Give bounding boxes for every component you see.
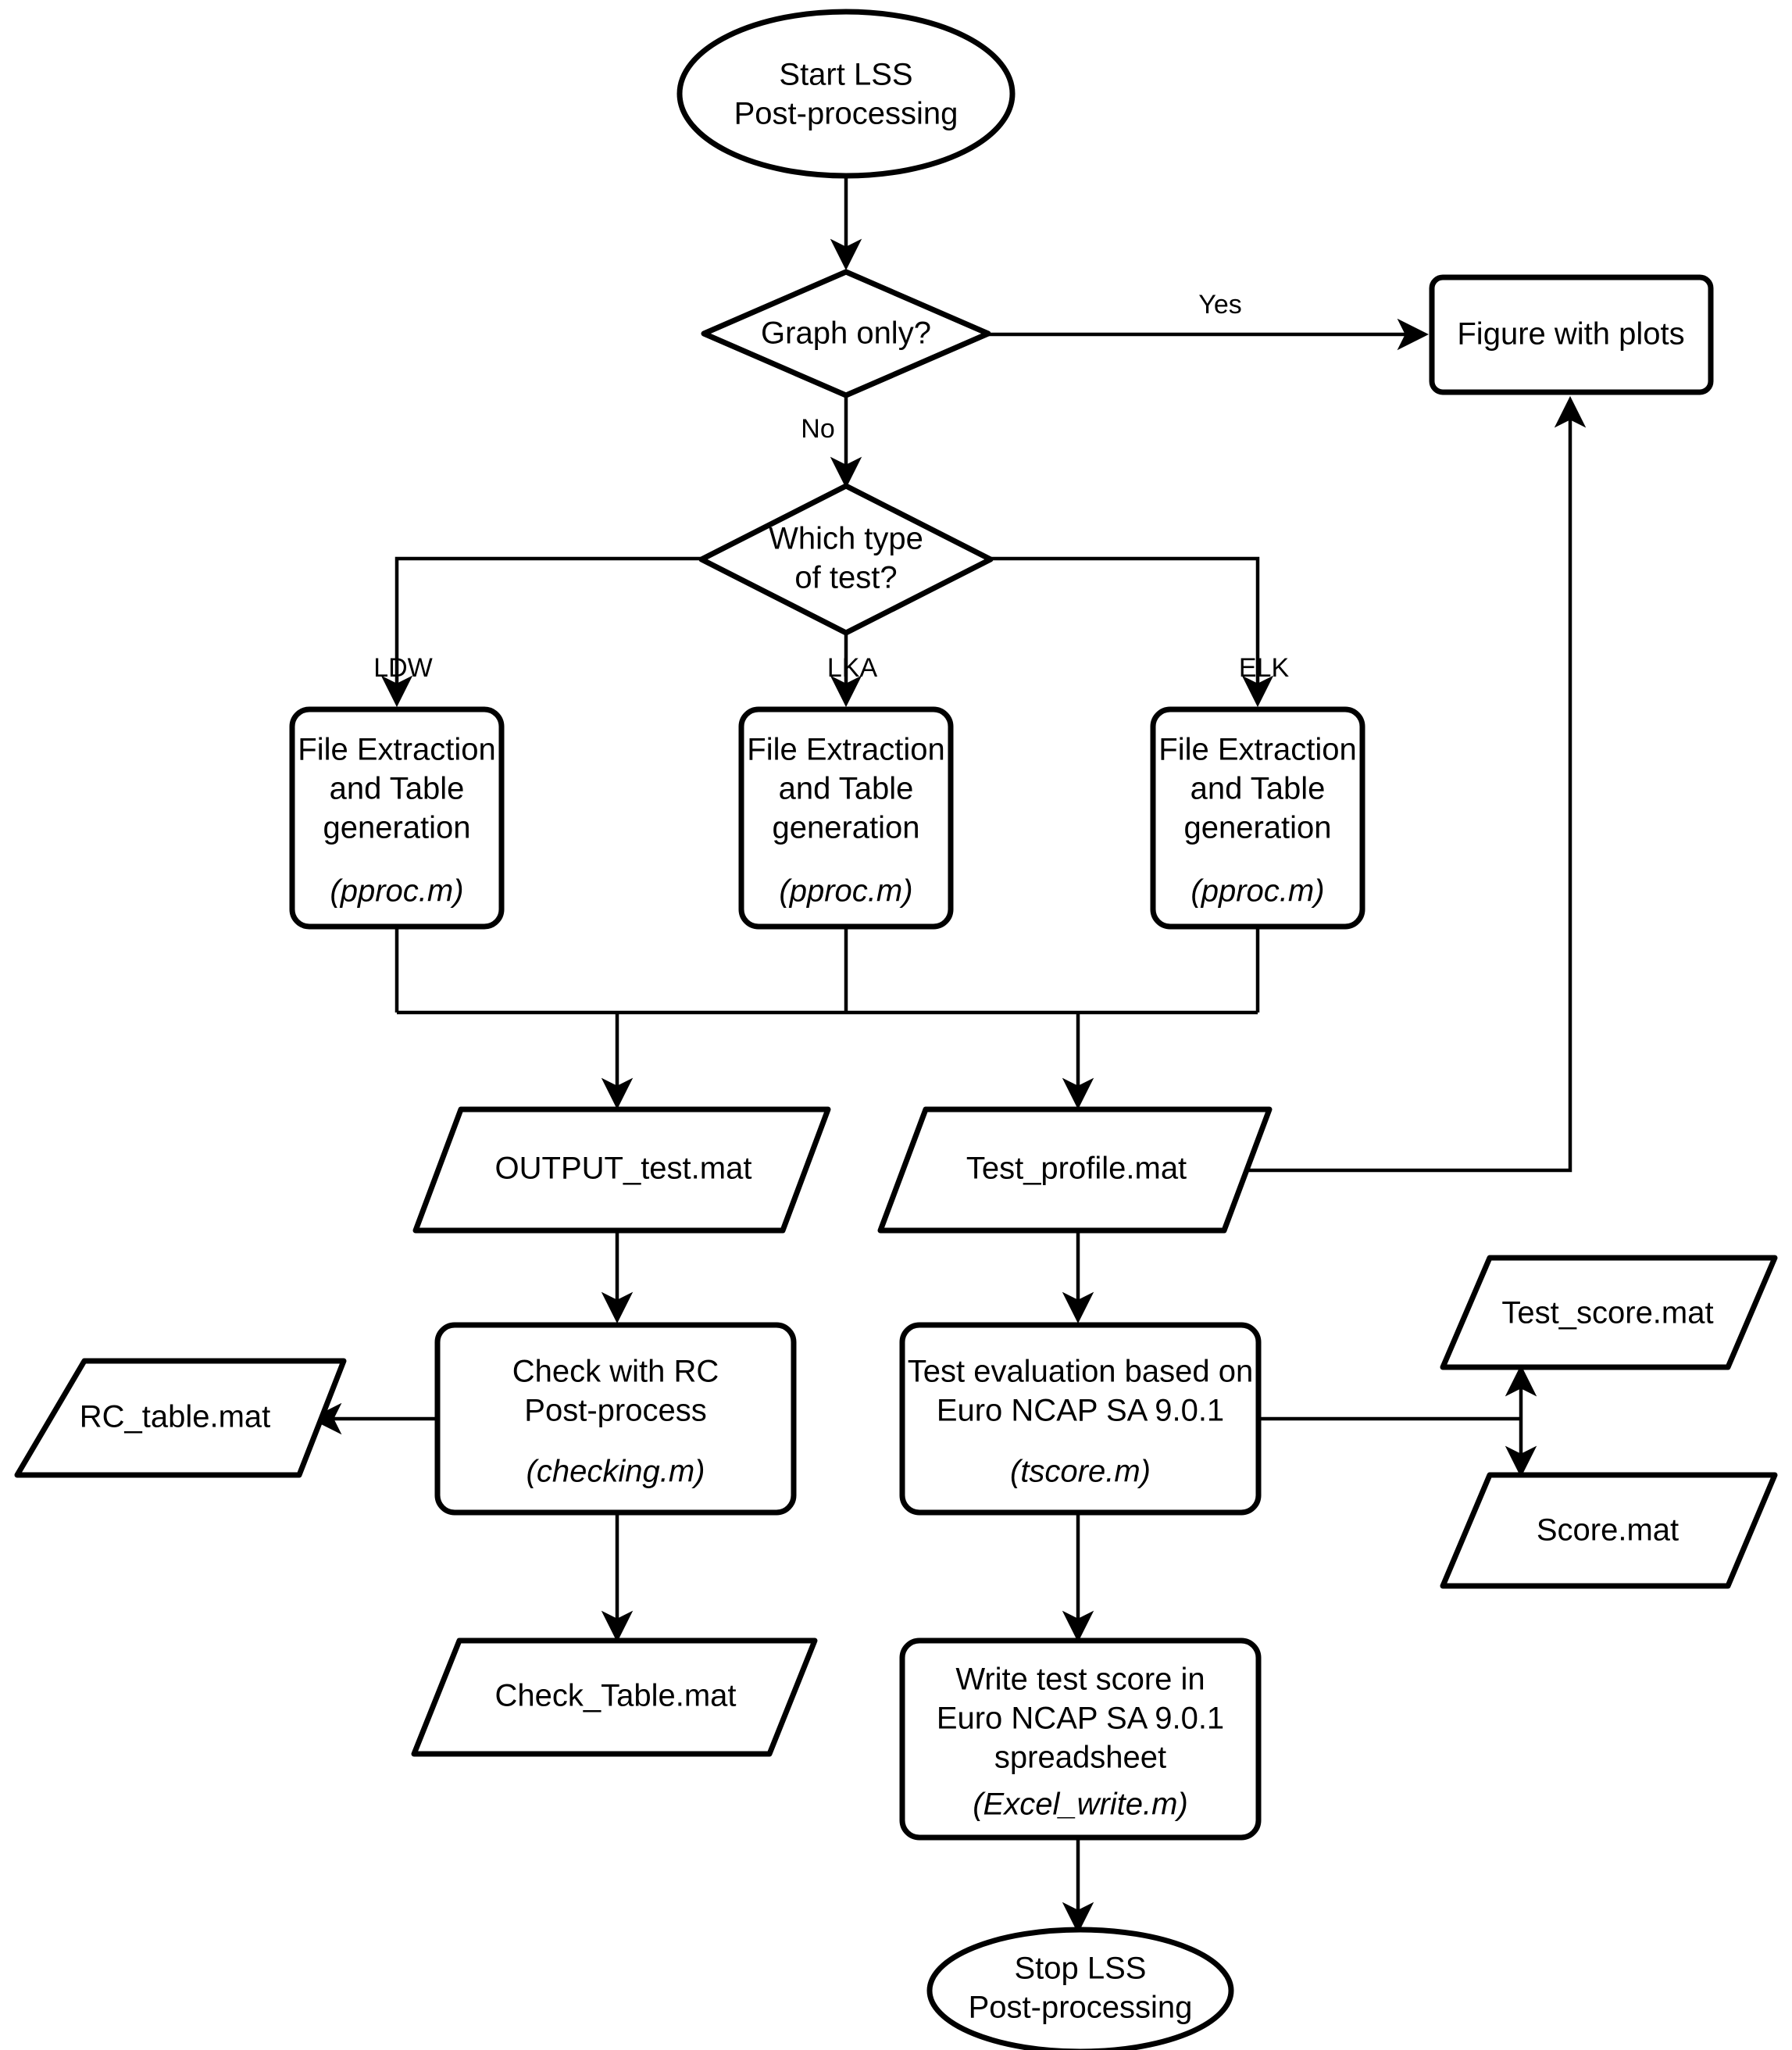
- edge-label-elk: ELK: [1239, 653, 1290, 683]
- node-graph-only-shape: [701, 269, 991, 398]
- node-file-extraction-lka-line3: generation: [772, 811, 919, 845]
- node-file-extraction-lka-line1: File Extraction: [747, 733, 944, 767]
- node-rc-table-mat-label: RC_table.mat: [80, 1400, 271, 1434]
- edge-which-test-elk: [989, 556, 1274, 708]
- node-test-evaluation-shape: [899, 1322, 1262, 1516]
- edge-label-no: No: [801, 414, 834, 444]
- edge-label-ldw: LDW: [373, 653, 433, 683]
- node-start-line1: Start LSS: [779, 58, 912, 92]
- edge-test-profile-to-figure: [1223, 395, 1587, 1173]
- node-file-extraction-elk-line2: and Table: [1191, 772, 1326, 806]
- node-file-extraction-ldw-script: (pproc.m): [330, 874, 463, 909]
- node-test-evaluation-script: (tscore.m): [1010, 1455, 1151, 1489]
- node-file-extraction-lka-script: (pproc.m): [779, 874, 912, 909]
- node-test-profile-mat-shape: [877, 1106, 1273, 1234]
- node-figure-with-plots-label: Figure with plots: [1457, 317, 1684, 352]
- node-file-extraction-elk-script: (pproc.m): [1191, 874, 1324, 909]
- node-test-score-mat-label: Test_score.mat: [1501, 1296, 1713, 1330]
- node-file-extraction-ldw-line1: File Extraction: [298, 733, 495, 767]
- node-graph-only-label: Graph only?: [761, 316, 931, 351]
- node-file-extraction-elk-line3: generation: [1183, 811, 1331, 845]
- node-score-mat-shape: [1440, 1472, 1778, 1589]
- node-check-with-rc-shape: [434, 1322, 797, 1516]
- node-stop-shape: [926, 1927, 1234, 2050]
- node-test-score-mat-shape: [1440, 1255, 1778, 1370]
- node-file-extraction-elk-line1: File Extraction: [1158, 733, 1356, 767]
- node-write-test-score-line3: spreadsheet: [994, 1741, 1166, 1775]
- node-output-test-mat-label: OUTPUT_test.mat: [495, 1152, 752, 1186]
- node-file-extraction-ldw-line3: generation: [323, 811, 470, 845]
- node-file-extraction-lka-line2: and Table: [779, 772, 914, 806]
- node-which-test-shape: [698, 483, 994, 636]
- edge-label-yes: Yes: [1198, 290, 1241, 320]
- node-output-test-mat-shape: [412, 1106, 831, 1234]
- node-write-test-score-shape: [899, 1638, 1262, 1841]
- node-check-with-rc-line1: Check with RC: [512, 1355, 719, 1389]
- node-check-table-mat-shape: [411, 1638, 818, 1757]
- node-start-line2: Post-processing: [734, 97, 958, 131]
- node-write-test-score-script: (Excel_write.m): [973, 1788, 1188, 1822]
- node-check-table-mat-label: Check_Table.mat: [494, 1679, 736, 1713]
- node-rc-table-mat-shape: [14, 1358, 347, 1478]
- node-score-mat-label: Score.mat: [1537, 1513, 1679, 1548]
- node-stop-line1: Stop LSS: [1014, 1952, 1146, 1986]
- node-test-evaluation-line1: Test evaluation based on: [908, 1355, 1254, 1389]
- node-stop-line2: Post-processing: [969, 1991, 1193, 2025]
- node-test-profile-mat-label: Test_profile.mat: [966, 1152, 1187, 1186]
- node-which-test-line1: Which type: [769, 522, 923, 556]
- node-start-shape: [676, 9, 1016, 179]
- node-figure-with-plots-shape: [1429, 274, 1714, 395]
- edge-which-test-ldw: [380, 556, 703, 708]
- node-file-extraction-lka-shape: [738, 706, 954, 930]
- node-write-test-score-line1: Write test score in: [955, 1662, 1205, 1697]
- node-check-with-rc-line2: Post-process: [524, 1394, 706, 1428]
- node-check-with-rc-script: (checking.m): [527, 1455, 705, 1489]
- node-file-extraction-elk-shape: [1150, 706, 1365, 930]
- node-test-evaluation-line2: Euro NCAP SA 9.0.1: [937, 1394, 1224, 1428]
- edge-label-lka: LKA: [827, 653, 878, 683]
- node-which-test-line2: of test?: [794, 561, 897, 595]
- node-write-test-score-line2: Euro NCAP SA 9.0.1: [937, 1702, 1224, 1736]
- node-file-extraction-ldw-line2: and Table: [330, 772, 465, 806]
- node-file-extraction-ldw-shape: [289, 706, 505, 930]
